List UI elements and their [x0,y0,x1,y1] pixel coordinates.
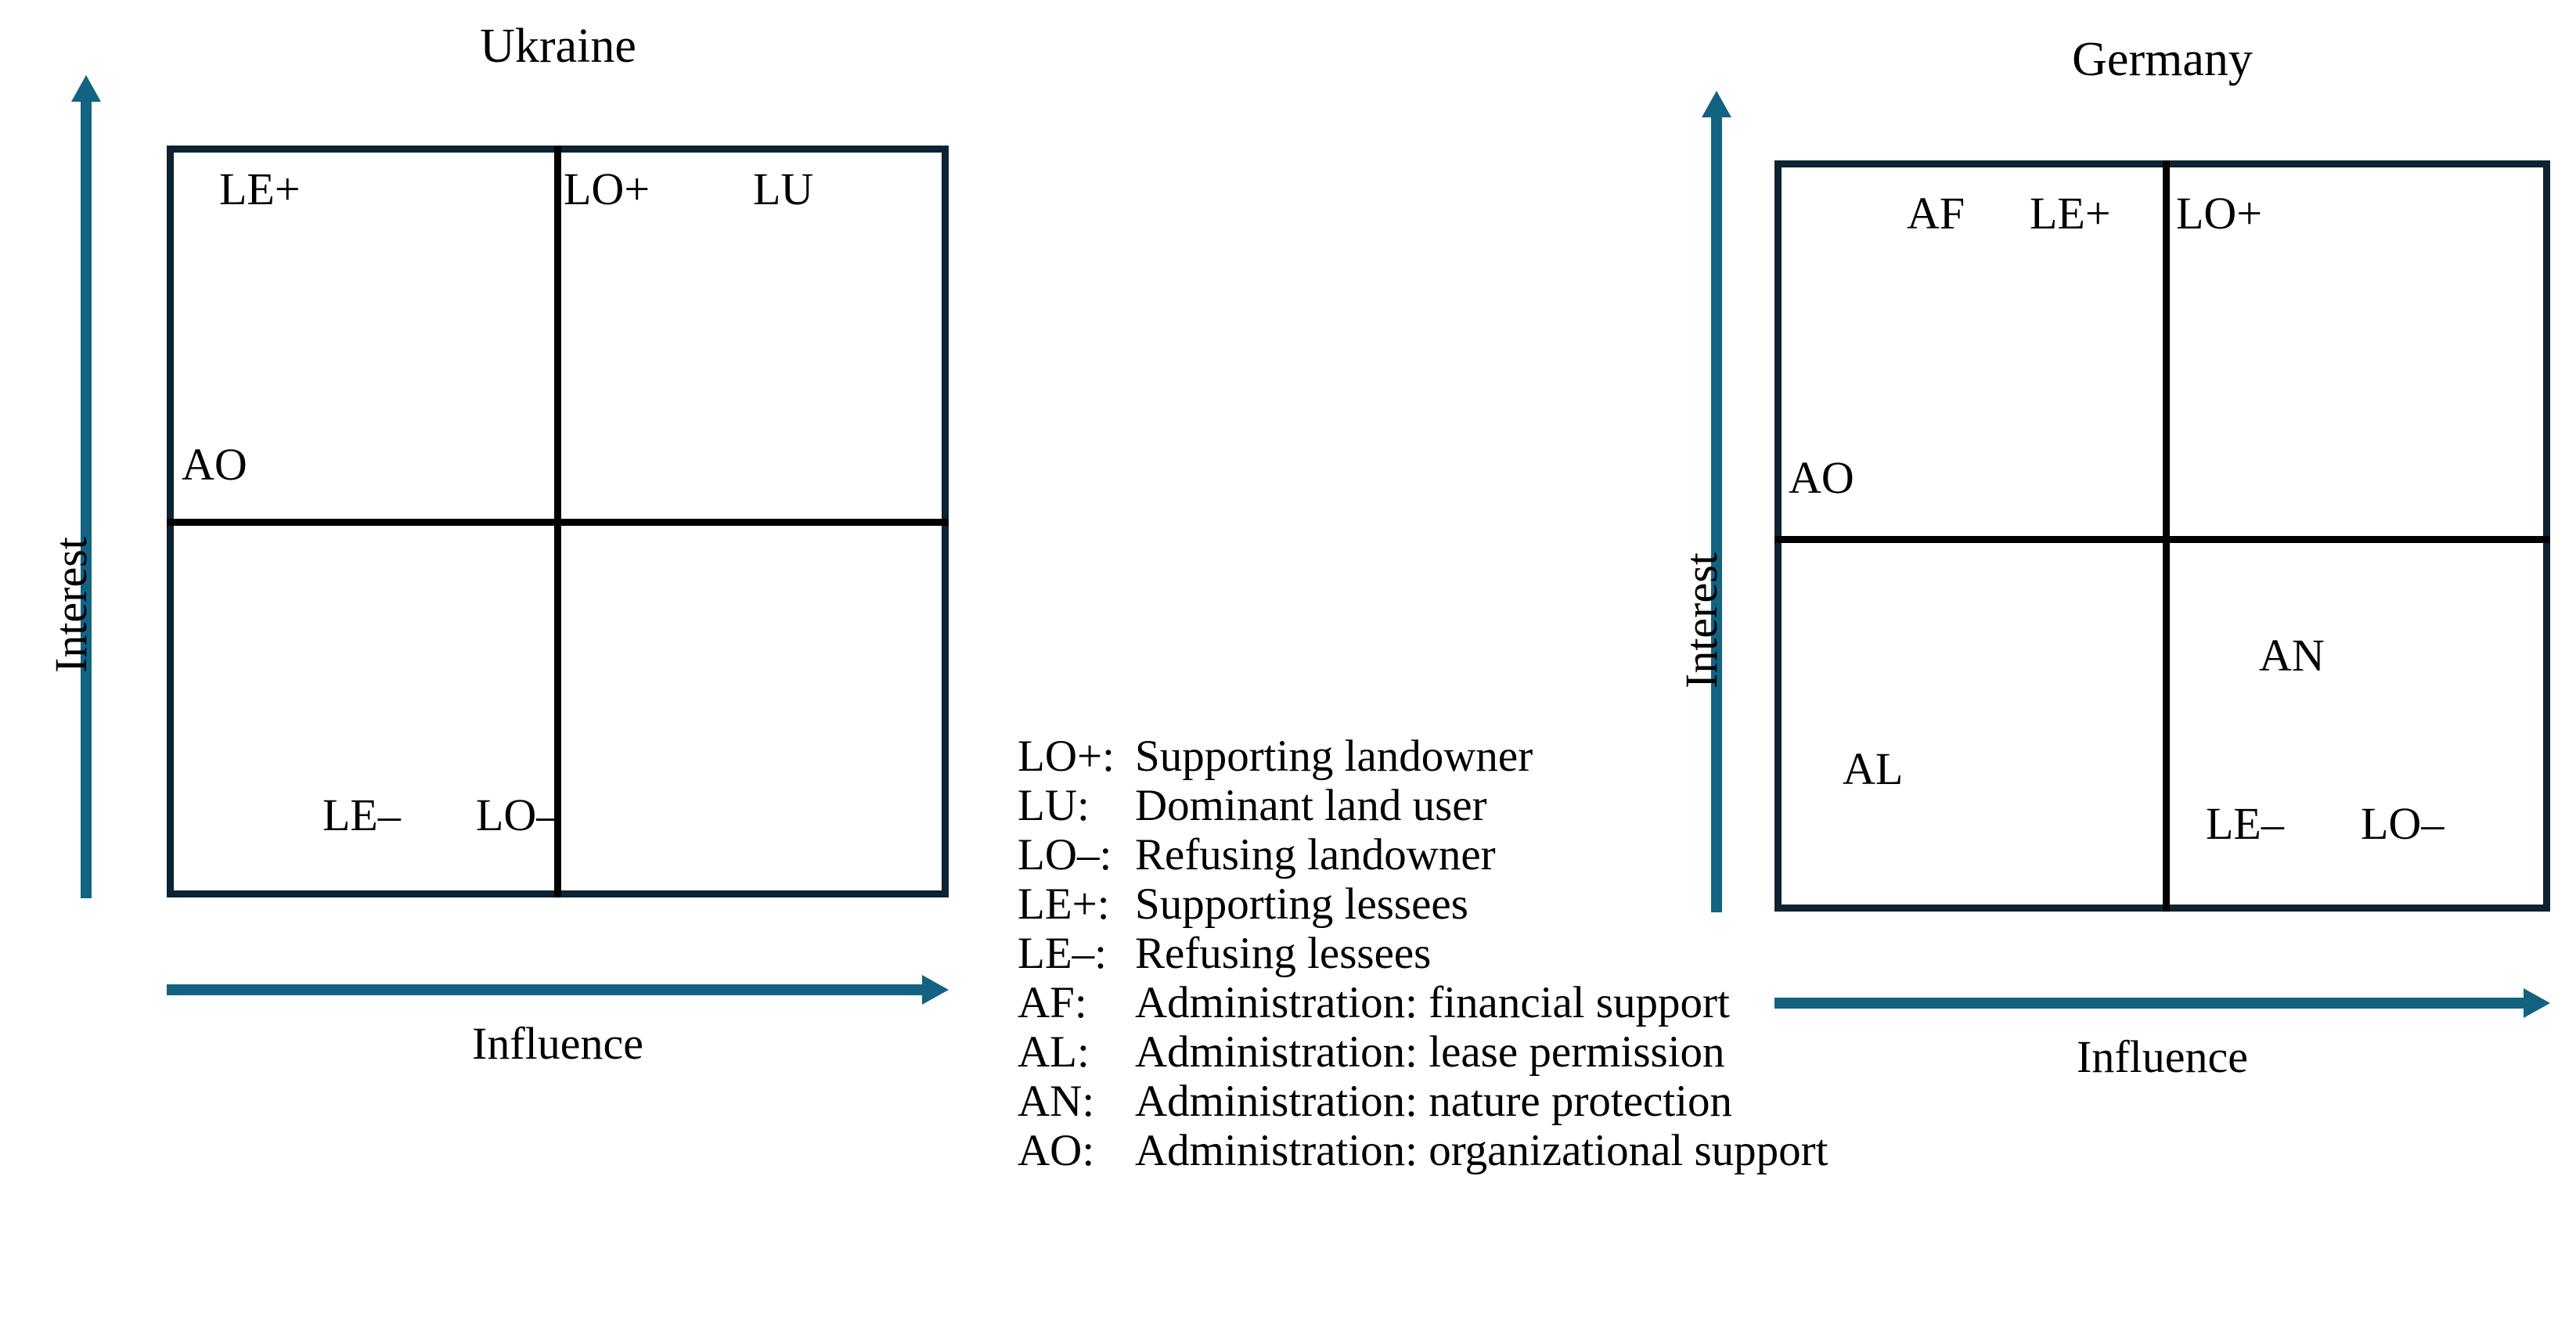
legend-abbreviation: LO+: [1018,732,1115,781]
ukraine-influence-axis-arrow [167,975,949,1005]
legend-row: LU: Dominant land user [1018,781,1753,830]
ukraine-label-lo-plus: LO+ [564,164,650,214]
germany-label-af: AF [1907,188,1965,239]
legend-description: Supporting landowner [1135,732,1533,781]
ukraine-label-le-minus: LE– [322,789,401,840]
ukraine-y-axis-label: Interest [45,537,96,673]
germany-matrix: AF LE+ LO+ AO AN AL LE– LO– [1774,160,2550,912]
legend-abbreviation: LU: [1018,781,1090,830]
germany-label-an: AN [2259,630,2325,681]
legend-row: AL: Administration: lease permission [1018,1027,1753,1077]
legend-row: LE+: Supporting lessees [1018,879,1753,929]
germany-label-ao: AO [1789,452,1854,503]
legend-abbreviation: AL: [1018,1027,1090,1077]
axis-shaft [81,95,92,898]
arrow-right-icon [2524,988,2550,1018]
legend-abbreviation: AF: [1018,978,1087,1027]
legend-row: AO: Administration: organizational suppor… [1018,1126,1828,1175]
legend-description: Dominant land user [1135,781,1487,830]
legend-description: Supporting lessees [1135,879,1468,929]
legend-row: AF: Administration: financial support [1018,978,1753,1027]
ukraine-matrix: LE+ LO+ LU AO LE– LO– [167,146,949,897]
legend-row: LO+: Supporting landowner [1018,732,1753,781]
ukraine-label-lu: LU [753,164,814,214]
axis-shaft [167,984,928,995]
legend-abbreviation: LE–: [1018,929,1107,978]
legend-abbreviation: AN: [1018,1077,1095,1126]
germany-interest-axis-arrow [1702,91,1731,912]
ukraine-chart-title: Ukraine [480,20,636,73]
legend-abbreviation: LO–: [1018,830,1112,879]
legend-description: Administration: lease permission [1135,1027,1725,1077]
ukraine-interest-axis-arrow [71,75,101,898]
germany-label-le-minus: LE– [2206,798,2284,849]
arrow-right-icon [922,975,949,1005]
legend-abbreviation: LE+: [1018,879,1110,929]
ukraine-horizontal-divider [167,519,949,526]
legend-description: Administration: financial support [1135,978,1730,1027]
germany-horizontal-divider [1774,536,2550,543]
germany-label-lo-plus: LO+ [2176,188,2263,239]
germany-influence-axis-arrow [1774,988,2550,1018]
ukraine-x-axis-label: Influence [472,1018,643,1069]
ukraine-label-le-plus: LE+ [219,164,301,214]
germany-label-al: AL [1843,743,1904,794]
legend-description: Administration: organizational support [1135,1126,1828,1175]
germany-x-axis-label: Influence [2077,1031,2248,1082]
ukraine-label-ao: AO [182,439,247,490]
axis-shaft [1774,998,2530,1009]
legend-row: AN: Administration: nature protection [1018,1077,1753,1126]
germany-y-axis-label: Interest [1676,552,1727,689]
ukraine-label-lo-minus: LO– [476,789,560,840]
legend-row: LE–: Refusing lessees [1018,929,1753,978]
legend-abbreviation: AO: [1018,1126,1095,1175]
legend-row: LO–: Refusing landowner [1018,830,1753,879]
legend-description: Refusing landowner [1135,830,1496,879]
germany-label-le-plus: LE+ [2030,188,2111,239]
germany-label-lo-minus: LO– [2361,798,2444,849]
axis-shaft [1711,111,1722,912]
legend-description: Administration: nature protection [1135,1077,1732,1126]
germany-chart-title: Germany [2072,33,2253,86]
legend-description: Refusing lessees [1135,929,1432,978]
